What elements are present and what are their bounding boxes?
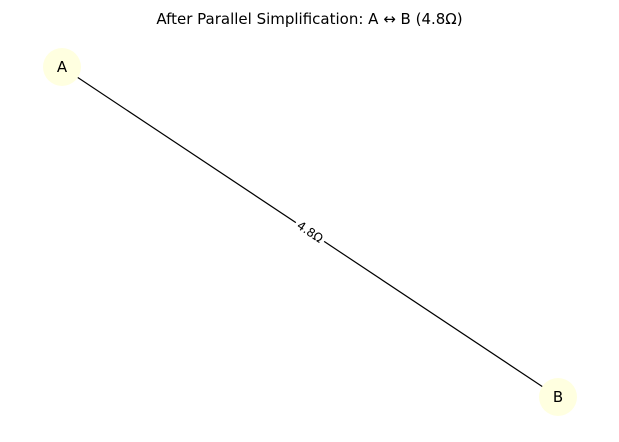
node-a-circle <box>43 48 81 86</box>
node-a-label: A <box>57 58 68 76</box>
node-b-circle <box>539 378 577 416</box>
node-a: A <box>43 48 81 86</box>
node-b: B <box>539 378 577 416</box>
node-b-label: B <box>553 388 563 406</box>
diagram-title: After Parallel Simplification: A ↔ B (4.… <box>156 10 462 28</box>
edge-label-background <box>290 215 330 249</box>
